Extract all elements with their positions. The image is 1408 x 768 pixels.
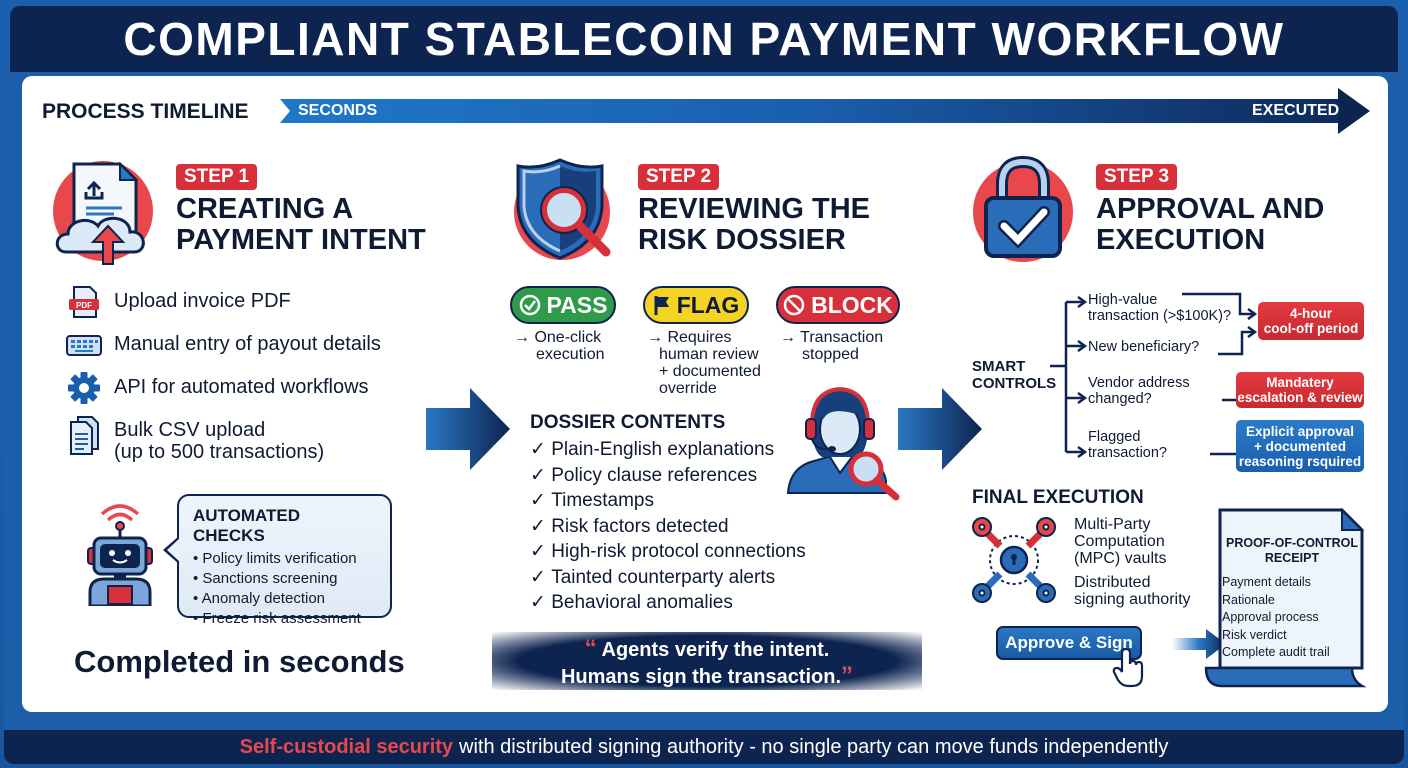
mpc-keys-icon — [972, 517, 1056, 603]
smart-controls-label: SMART CONTROLS — [972, 358, 1057, 392]
shield-magnifier-icon — [514, 158, 611, 260]
content-panel: PROCESS TIMELINE SECONDS EXECUTED STEP 1… — [22, 76, 1388, 712]
flag-badge: FLAG — [643, 286, 749, 324]
verdict-block: BLOCK → Transaction stopped — [776, 286, 900, 363]
list-item: PDF Upload invoice PDF — [66, 286, 381, 318]
padlock-check-icon — [973, 155, 1073, 262]
prohibited-icon — [783, 294, 805, 316]
flow-arrow-icon — [426, 388, 510, 470]
dossier-contents: DOSSIER CONTENTS Plain-English explanati… — [530, 412, 806, 616]
step-1-badge: STEP 1 — [176, 164, 258, 190]
risk-verdicts: PASS → One-click execution FLAG → Requir… — [510, 286, 910, 397]
verdict-flag: FLAG → Requires human review + documente… — [643, 286, 761, 397]
robot-icon — [87, 504, 153, 606]
timeline-end-label: EXECUTED — [1252, 102, 1340, 119]
approve-and-sign-button[interactable]: Approve & Sign — [996, 626, 1142, 660]
check-circle-icon — [519, 294, 540, 316]
pointer-hand-icon — [1112, 648, 1144, 688]
title-bar: COMPLIANT STABLECOIN PAYMENT WORKFLOW — [10, 6, 1398, 72]
timeline-bar — [280, 99, 1340, 123]
control-vendor-address: Vendor address changed? — [1088, 375, 1190, 407]
final-execution-title: FINAL EXECUTION — [972, 487, 1144, 508]
mpc-description: Multi-Party Computation (MPC) vaults Dis… — [1074, 516, 1191, 608]
document-cloud-upload-icon — [53, 161, 153, 265]
svg-text:PDF: PDF — [76, 301, 92, 310]
block-badge: BLOCK — [776, 286, 900, 324]
footer-banner: Self-custodial security with distributed… — [4, 730, 1404, 764]
automated-checks-bubble: AUTOMATED CHECKS Policy limits verificat… — [163, 494, 392, 627]
pdf-file-icon: PDF — [69, 286, 99, 318]
pass-badge: PASS — [510, 286, 616, 324]
list-item: Manual entry of payout details — [66, 329, 381, 361]
keyboard-icon — [66, 335, 102, 356]
process-timeline: PROCESS TIMELINE SECONDS EXECUTED — [42, 86, 1372, 136]
proof-of-control-receipt-icon — [1204, 507, 1367, 688]
timeline-arrowhead-icon — [1338, 88, 1370, 134]
timeline-start-label: SECONDS — [298, 102, 378, 119]
step-3-badge: STEP 3 — [1096, 164, 1178, 190]
completed-label: Completed in seconds — [74, 644, 405, 679]
list-item: API for automated workflows — [66, 372, 381, 404]
control-new-beneficiary: New beneficiary? — [1088, 339, 1200, 355]
documents-icon — [70, 416, 99, 455]
intent-input-list: PDF Upload invoice PDF Manual entry of p… — [66, 286, 381, 474]
to-receipt-arrow-icon — [1172, 629, 1226, 659]
human-reviewer-icon — [786, 386, 900, 501]
page-title: COMPLIANT STABLECOIN PAYMENT WORKFLOW — [123, 13, 1285, 65]
gear-icon — [68, 372, 100, 404]
step-3-title: APPROVAL AND EXECUTION — [1096, 193, 1325, 256]
control-flagged: Flagged transaction? — [1088, 429, 1167, 461]
receipt-content: PROOF-OF-CONTROL RECEIPT Payment details… — [1222, 536, 1358, 659]
quote-banner: “ Agents verify the intent. Humans sign … — [492, 632, 922, 690]
list-item: Bulk CSV upload (up to 500 transactions) — [66, 415, 381, 463]
step-1-title: CREATING A PAYMENT INTENT — [176, 193, 426, 256]
step-2-title: REVIEWING THE RISK DOSSIER — [638, 193, 871, 256]
verdict-pass: PASS → One-click execution — [510, 286, 616, 363]
step-2-badge: STEP 2 — [638, 164, 720, 190]
flag-icon — [654, 296, 669, 315]
timeline-label: PROCESS TIMELINE — [42, 100, 249, 123]
control-high-value: High-value transaction (>$100K)? — [1088, 292, 1232, 324]
flow-arrow-icon — [898, 388, 982, 470]
